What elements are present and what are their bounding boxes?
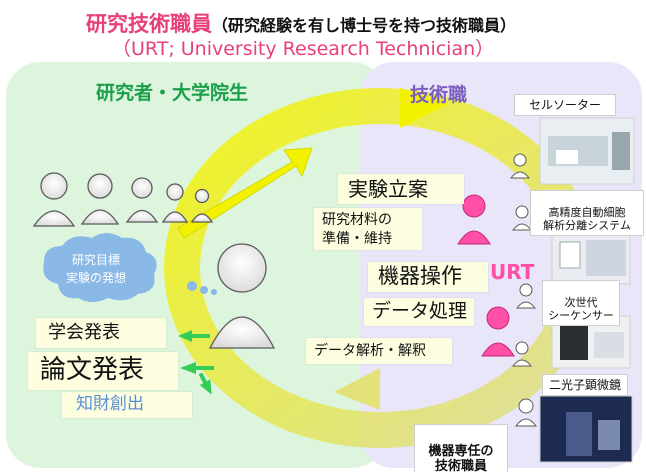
person-icon bbox=[509, 153, 537, 427]
tech-heading: 技術職 bbox=[410, 84, 468, 106]
instrument-image bbox=[551, 229, 631, 285]
output-paper: 論文発表 bbox=[28, 352, 178, 390]
urt-label: URT bbox=[490, 260, 535, 284]
task-planning-text: 実験立案 bbox=[348, 177, 428, 201]
instrument-label-cell-analysis-text: 高精度自動細胞 解析分離システム bbox=[543, 206, 631, 233]
instrument-label-ngs: 次世代 シーケンサー bbox=[542, 280, 620, 326]
arrow-icon bbox=[400, 88, 448, 128]
task-materials-text-2: 準備・維持 bbox=[322, 231, 392, 247]
output-paper-text: 論文発表 bbox=[40, 355, 145, 385]
cloud-icon bbox=[43, 233, 157, 302]
output-ip-text: 知財創出 bbox=[76, 394, 144, 414]
output-ip: 知財創出 bbox=[62, 392, 192, 418]
task-data-processing: データ処理 bbox=[364, 298, 474, 326]
task-data-analysis: データ解析・解釈 bbox=[306, 338, 452, 364]
cloud-icon bbox=[200, 286, 208, 294]
instrument-label-cell-analysis: 高精度自動細胞 解析分離システム bbox=[530, 190, 644, 236]
arrow-icon bbox=[177, 147, 313, 239]
arrow-icon bbox=[198, 372, 212, 395]
dedicated-technician-text: 機器専任の 技術職員 bbox=[428, 443, 494, 472]
instrument-image bbox=[539, 117, 635, 185]
task-data-analysis-text: データ解析・解釈 bbox=[314, 343, 426, 359]
task-planning: 実験立案 bbox=[338, 174, 464, 204]
instrument-image bbox=[539, 395, 633, 463]
task-materials-text-1: 研究材料の bbox=[322, 212, 392, 228]
cloud-text-goal: 研究目標 bbox=[72, 253, 121, 267]
person-icon bbox=[457, 194, 515, 357]
arrow-icon bbox=[178, 330, 210, 342]
researchers-heading: 研究者・大学院生 bbox=[96, 82, 249, 104]
instrument-label-microscope-text: 二光子顕微鏡 bbox=[548, 378, 621, 392]
task-data-processing-text: データ処理 bbox=[372, 300, 468, 322]
person-icon bbox=[32, 172, 276, 349]
instrument-label-microscope: 二光子顕微鏡 bbox=[542, 374, 628, 397]
dedicated-technician-label: 機器専任の 技術職員 bbox=[414, 424, 508, 472]
cloud-icon bbox=[211, 289, 217, 295]
arrow-icon bbox=[334, 368, 380, 410]
task-materials: 研究材料の 準備・維持 bbox=[314, 208, 422, 250]
title-main-text: 研究技術職員 bbox=[86, 12, 212, 36]
title-paren-text: （研究経験を有し博士号を持つ技術職員） bbox=[212, 16, 517, 35]
title-main: 研究技術職員（研究経験を有し博士号を持つ技術職員） bbox=[86, 14, 516, 35]
output-conference: 学会発表 bbox=[36, 318, 166, 348]
instrument-label-ngs-text: 次世代 シーケンサー bbox=[548, 296, 614, 323]
task-operation-text: 機器操作 bbox=[378, 264, 462, 288]
arrow-icon bbox=[180, 362, 214, 374]
task-operation: 機器操作 bbox=[368, 262, 488, 292]
subtitle: （URT; University Research Technician） bbox=[112, 38, 495, 60]
cloud-icon bbox=[187, 281, 197, 291]
instrument-label-cell-sorter-text: セルソーター bbox=[528, 98, 601, 112]
cloud-text-idea: 実験の発想 bbox=[66, 271, 127, 285]
instrument-label-cell-sorter: セルソーター bbox=[514, 94, 616, 117]
output-conference-text: 学会発表 bbox=[48, 322, 120, 343]
